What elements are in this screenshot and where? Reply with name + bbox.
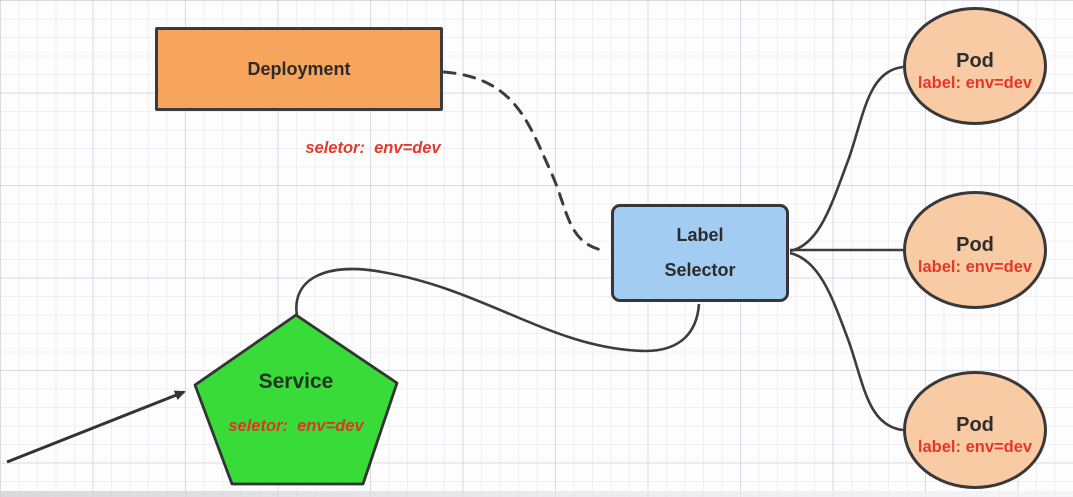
pod-title: Pod — [956, 234, 994, 256]
label-selector-line2: Selector — [664, 260, 736, 280]
connector-service-to-selector — [295, 267, 701, 353]
connector-deployment-to-selector-dashed — [442, 70, 608, 253]
deployment-node: Deployment — [155, 27, 443, 111]
connector-selector-to-pod-1 — [789, 65, 904, 253]
incoming-arrow — [6, 390, 186, 464]
service-selector-note: seletor: env=dev — [228, 417, 364, 435]
pod-label: label: env=dev — [917, 258, 1033, 276]
service-label: Service — [258, 370, 334, 393]
pod-node-3: Pod label: env=dev — [903, 371, 1047, 489]
connector-selector-to-pod-3 — [789, 251, 904, 432]
pod-label: label: env=dev — [917, 74, 1033, 92]
canvas-bottom-edge — [0, 491, 1073, 497]
label-selector-line1: Label — [676, 225, 724, 245]
pod-label: label: env=dev — [917, 438, 1033, 456]
pod-node-2: Pod label: env=dev — [903, 191, 1047, 309]
service-node-shape — [193, 313, 399, 486]
pod-title: Pod — [956, 414, 994, 436]
label-selector-node: Label Selector — [611, 204, 789, 302]
pod-title: Pod — [956, 50, 994, 72]
deployment-label: Deployment — [247, 58, 351, 79]
deployment-selector-note: seletor: env=dev — [305, 139, 441, 157]
pod-node-1: Pod label: env=dev — [903, 7, 1047, 125]
